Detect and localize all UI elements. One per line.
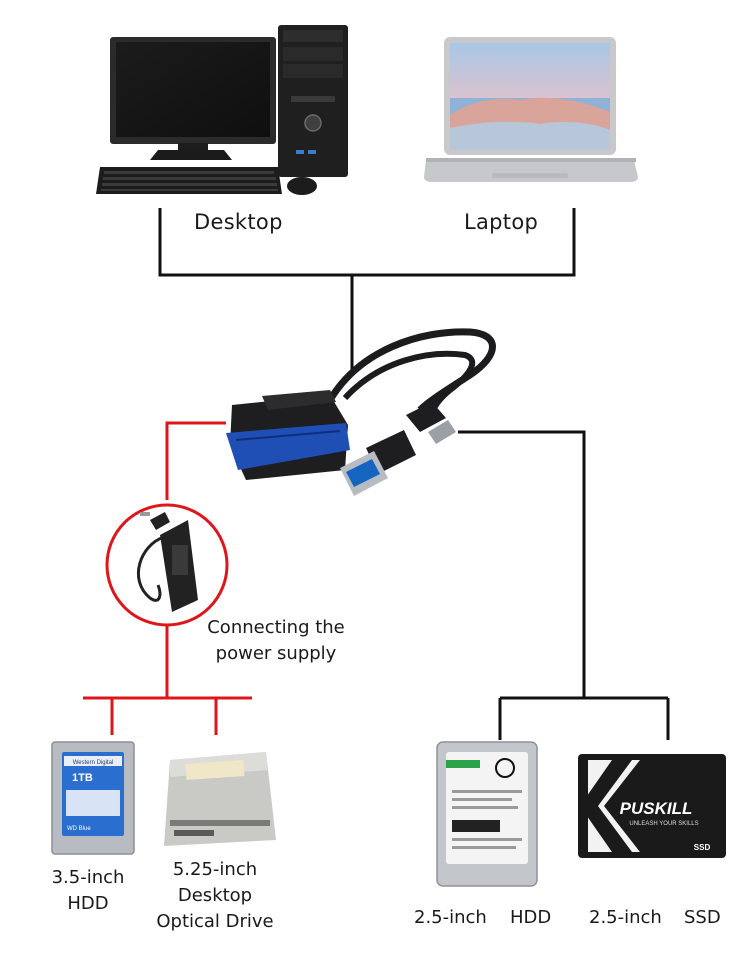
desktop-label: Desktop <box>194 210 283 234</box>
optical-label-line3: Optical Drive <box>156 911 274 932</box>
hdd35-label-line1: 3.5-inch <box>51 867 125 888</box>
hdd-3-5-inch-icon: Western Digital 1TB WD Blue <box>51 741 135 855</box>
host-connector-lines <box>158 208 576 370</box>
ssd-size-label: 2.5-inch <box>589 907 662 928</box>
ssd-badge-text: SSD <box>694 843 711 852</box>
ssd-icon: PUSKILL UNLEASH YOUR SKILLS SSD <box>578 754 726 858</box>
hdd35-series-text: WD Blue <box>67 826 91 832</box>
laptop-label: Laptop <box>464 210 539 234</box>
desktop-computer-icon <box>96 25 348 195</box>
hdd35-label-line2: HDD <box>67 893 109 914</box>
ssd-tagline-text: UNLEASH YOUR SKILLS <box>629 821 698 827</box>
hdd35-capacity-text: 1TB <box>72 772 93 784</box>
hdd35-label: 3.5-inch HDD <box>38 865 138 917</box>
sata-usb-adapter-icon <box>226 328 496 496</box>
ssd-brand-text: PUSKILL <box>620 799 693 818</box>
optical-drive-label: 5.25-inch Desktop Optical Drive <box>150 857 280 935</box>
optical-label-line2: Desktop <box>177 885 253 906</box>
power-supply-line1: Connecting the <box>207 617 345 638</box>
hdd-2-5-inch-icon <box>436 741 538 887</box>
power-adapter-icon <box>105 503 229 627</box>
power-supply-label: Connecting the power supply <box>196 615 356 667</box>
laptop-icon <box>424 37 638 182</box>
hdd25-type-label: HDD <box>510 907 552 928</box>
ssd-type-label: SSD <box>684 907 721 928</box>
hdd35-brand-text: Western Digital <box>73 760 114 766</box>
optical-drive-icon <box>164 752 276 846</box>
drive-connector-lines <box>458 430 670 740</box>
hdd25-size-label: 2.5-inch <box>414 907 487 928</box>
power-supply-line2: power supply <box>215 643 337 664</box>
power-connector-lines <box>83 421 252 735</box>
optical-label-line1: 5.25-inch <box>172 859 258 880</box>
